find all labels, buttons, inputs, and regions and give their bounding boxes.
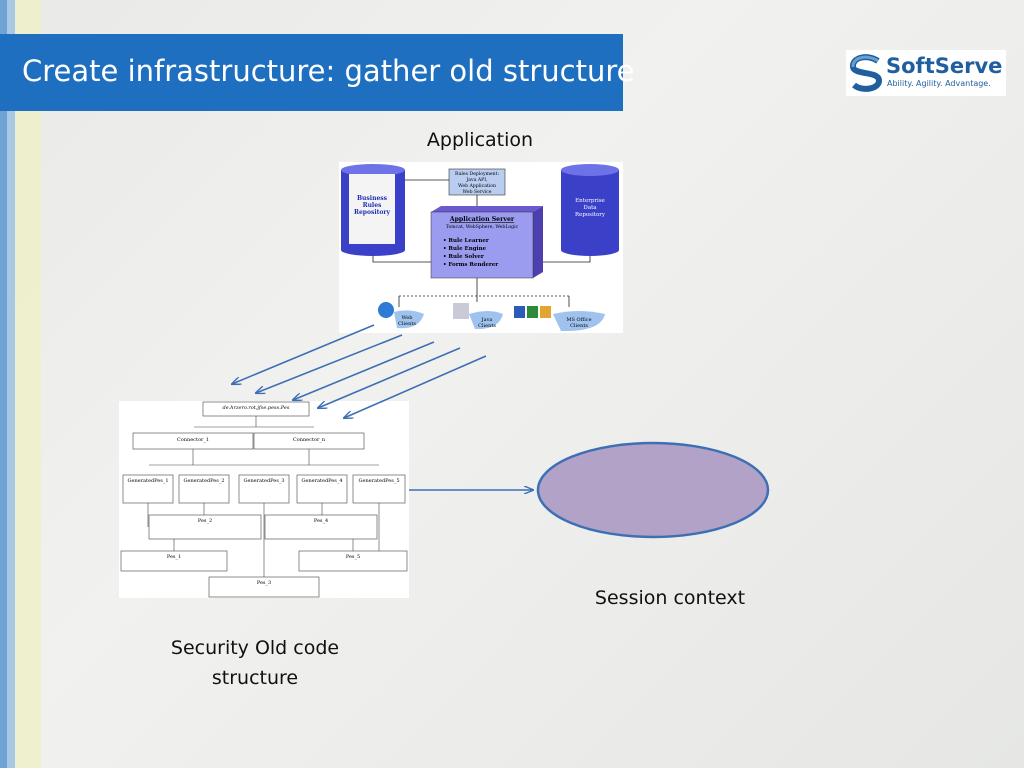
arrow-3 bbox=[293, 341, 435, 400]
svg-text:Pes_4: Pes_4 bbox=[314, 518, 328, 524]
decor-stripe-blue bbox=[0, 0, 7, 768]
svg-text:Pes_5: Pes_5 bbox=[346, 554, 360, 560]
svg-text:• Rule Solver: • Rule Solver bbox=[443, 254, 484, 260]
rules-deployment-box: Rules Deployment: Java API, Web Applicat… bbox=[448, 168, 506, 196]
svg-text:• Rule Learner: • Rule Learner bbox=[443, 238, 489, 244]
svg-text:Pes_3: Pes_3 bbox=[257, 580, 271, 586]
security-label-line1: Security Old code bbox=[170, 637, 340, 659]
svg-text:GeneratedPes_1: GeneratedPes_1 bbox=[127, 478, 168, 484]
svg-text:GeneratedPes_4: GeneratedPes_4 bbox=[301, 478, 342, 484]
slide-title: Create infrastructure: gather old struct… bbox=[22, 54, 635, 88]
svg-text:• Forms Renderer: • Forms Renderer bbox=[443, 262, 498, 268]
svg-text:Rules Deployment:: Rules Deployment: bbox=[455, 171, 499, 177]
svg-text:GeneratedPes_2: GeneratedPes_2 bbox=[183, 478, 224, 484]
svg-text:Tomcat, WebSphere, WebLogic: Tomcat, WebSphere, WebLogic bbox=[446, 224, 519, 230]
svg-text:Clients: Clients bbox=[398, 321, 416, 327]
arrow-4 bbox=[318, 347, 461, 408]
svg-text:Business: Business bbox=[357, 195, 388, 202]
logo-tagline: Ability. Agility. Advantage. bbox=[887, 79, 991, 88]
svg-text:GeneratedPes_3: GeneratedPes_3 bbox=[243, 478, 284, 484]
svg-text:Web Application: Web Application bbox=[458, 183, 496, 189]
security-label-line2: structure bbox=[211, 667, 299, 689]
svg-text:Web Service: Web Service bbox=[463, 189, 492, 195]
application-diagram: Business Rules Repository Rules Deployme… bbox=[339, 162, 623, 333]
application-label: Application bbox=[426, 129, 534, 151]
svg-text:Web: Web bbox=[402, 315, 413, 321]
svg-text:Repository: Repository bbox=[354, 209, 391, 216]
web-clients: Web Clients bbox=[378, 302, 424, 329]
svg-text:Application Server: Application Server bbox=[449, 216, 515, 223]
svg-text:Java: Java bbox=[481, 317, 493, 323]
svg-text:Pes_2: Pes_2 bbox=[198, 518, 212, 524]
softserve-s-icon bbox=[850, 54, 882, 92]
svg-text:Rules: Rules bbox=[363, 202, 382, 209]
ms-office-clients: MS Office Clients bbox=[514, 306, 605, 332]
rules-repository-cylinder: Business Rules Repository bbox=[341, 164, 405, 256]
softserve-logo: SoftServe Ability. Agility. Advantage. bbox=[846, 50, 1006, 96]
svg-text:MS Office: MS Office bbox=[566, 317, 591, 323]
svg-text:Clients: Clients bbox=[478, 323, 496, 329]
decor-stripe-lightblue bbox=[7, 0, 15, 768]
logo-wordmark: SoftServe bbox=[886, 54, 1003, 78]
svg-text:• Rule Engine: • Rule Engine bbox=[443, 246, 487, 252]
arrow-1 bbox=[232, 324, 375, 384]
decor-stripe-yellow bbox=[15, 0, 41, 768]
title-bar: Create infrastructure: gather old struct… bbox=[0, 34, 634, 111]
svg-text:GeneratedPes_5: GeneratedPes_5 bbox=[358, 478, 399, 484]
security-structure-label: Security Old code structure bbox=[145, 633, 365, 693]
svg-text:Data: Data bbox=[583, 205, 597, 211]
arrow-2 bbox=[256, 334, 403, 393]
svg-text:Repository: Repository bbox=[575, 212, 606, 218]
svg-text:Enterprise: Enterprise bbox=[575, 198, 605, 204]
svg-text:Pes_1: Pes_1 bbox=[167, 554, 181, 560]
svg-text:Connector_n: Connector_n bbox=[293, 437, 326, 443]
session-context-ellipse bbox=[536, 441, 770, 539]
svg-text:de.hrzero.rot.jfse.pess.Pes: de.hrzero.rot.jfse.pess.Pes bbox=[223, 405, 290, 411]
svg-text:Connector_1: Connector_1 bbox=[177, 437, 209, 443]
security-code-structure-diagram: de.hrzero.rot.jfse.pess.Pes Connector_1 … bbox=[119, 401, 409, 598]
svg-text:Java API,: Java API, bbox=[465, 177, 488, 183]
enterprise-repository-cylinder: Enterprise Data Repository bbox=[561, 164, 619, 256]
svg-text:Clients: Clients bbox=[570, 323, 588, 329]
application-server-box: Application Server Tomcat, WebSphere, We… bbox=[430, 206, 543, 279]
session-context-label: Session context bbox=[594, 587, 746, 609]
java-clients: Java Clients bbox=[453, 303, 503, 330]
